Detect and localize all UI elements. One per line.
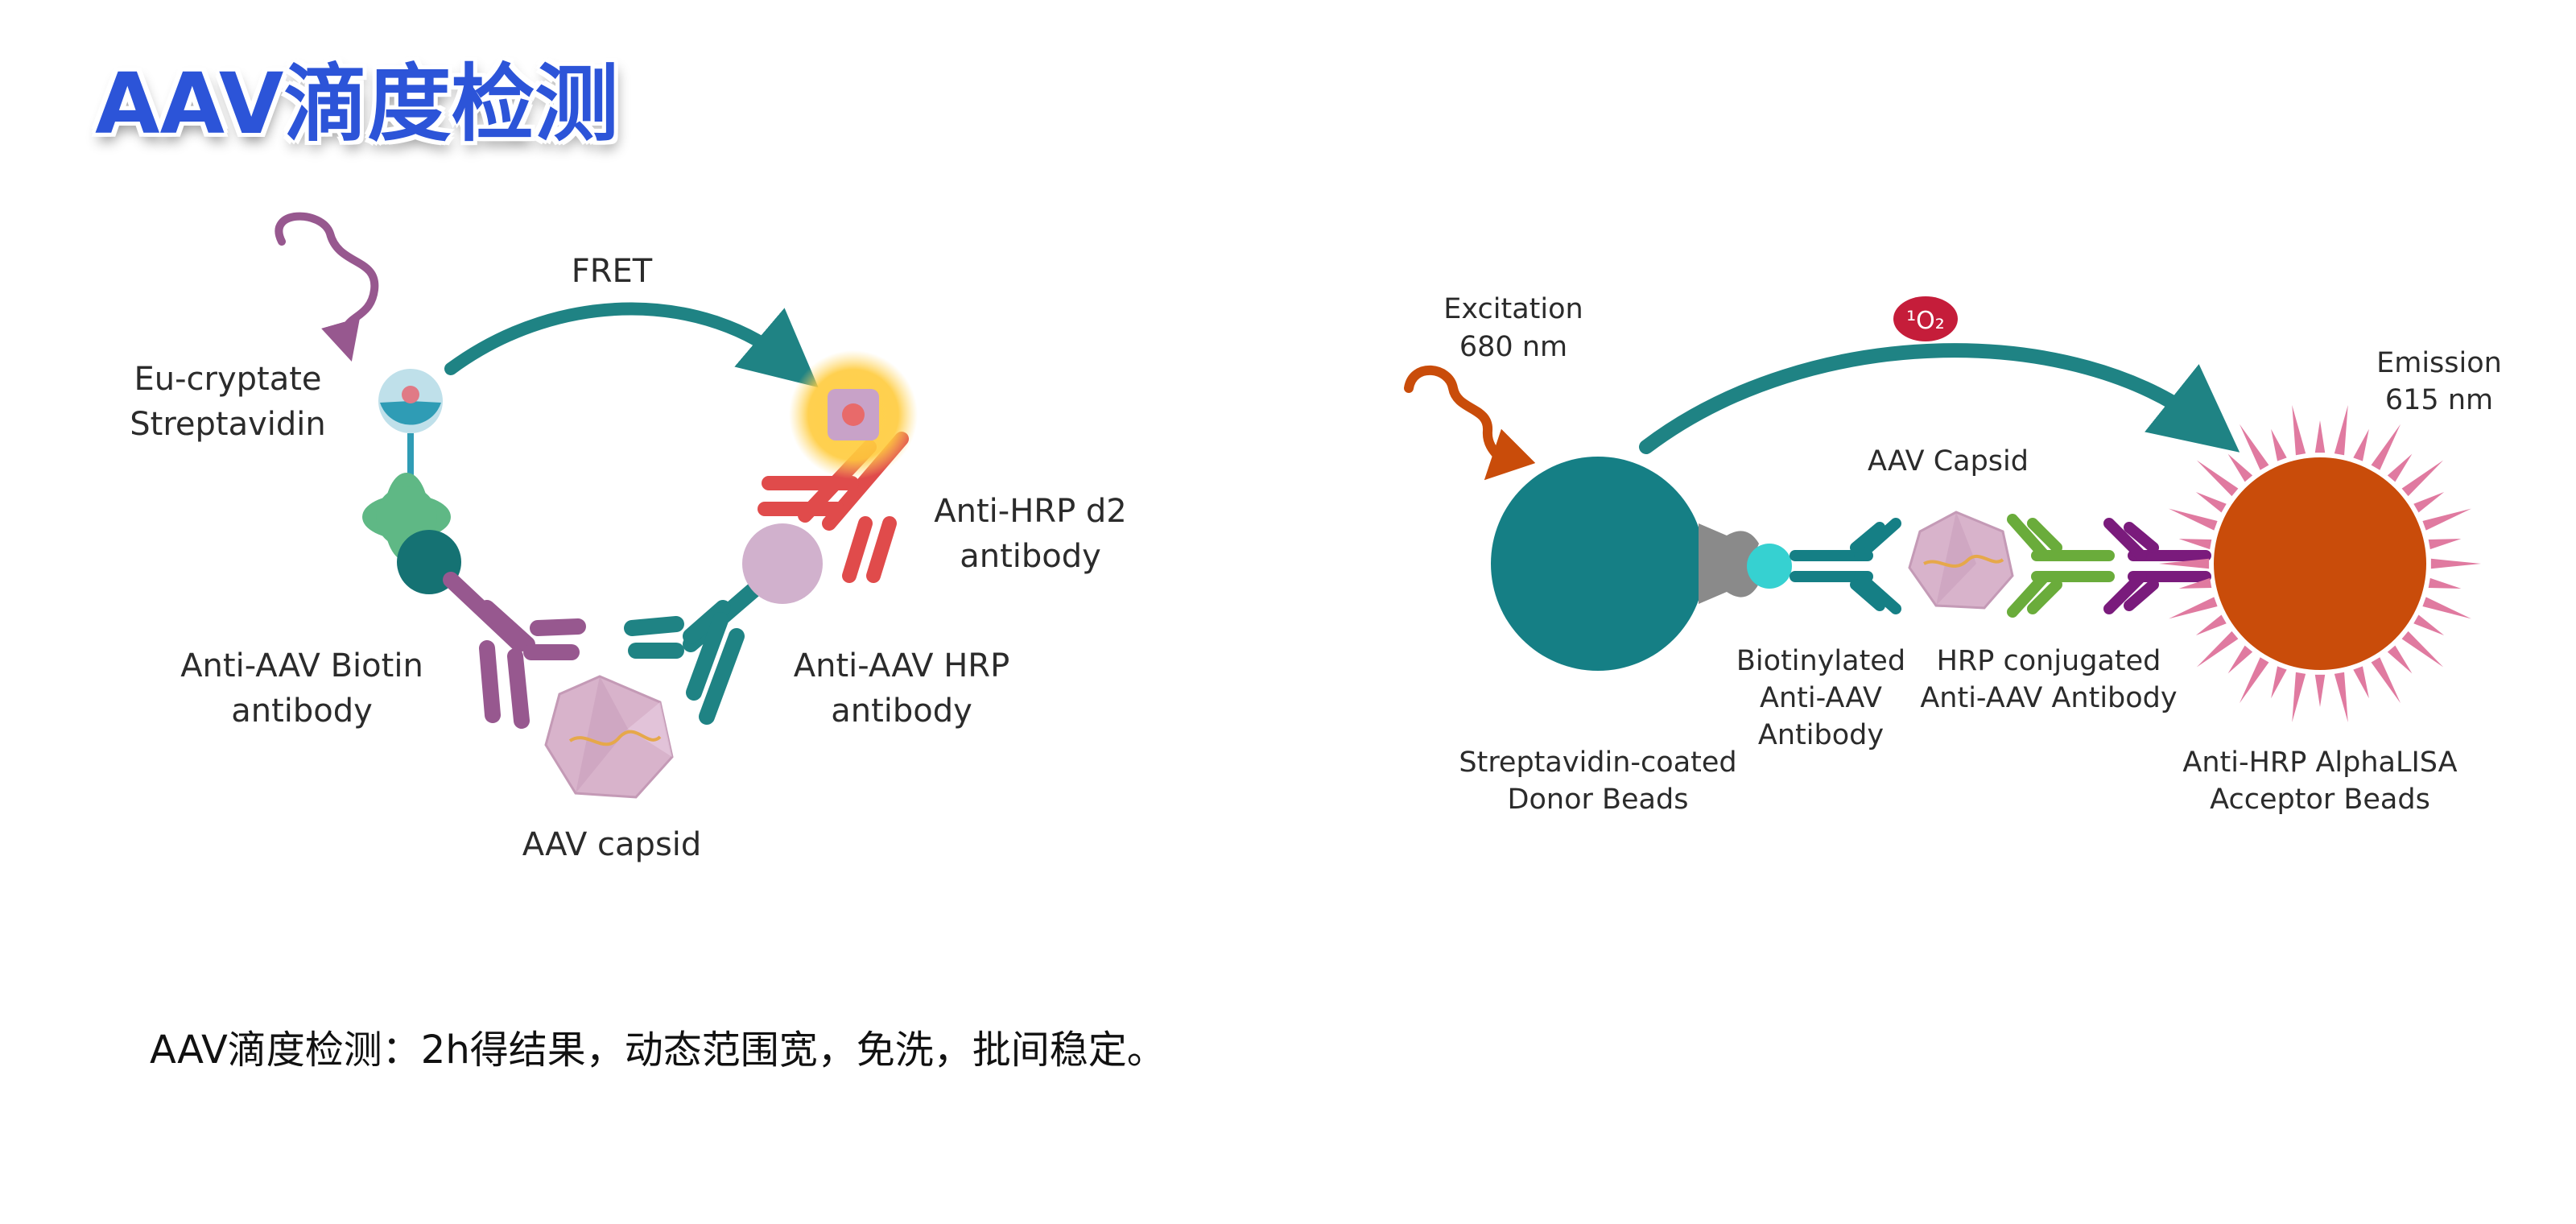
emission-label-2: 615 nm <box>2385 384 2493 416</box>
acceptor-beads-label-2: Acceptor Beads <box>2210 784 2430 816</box>
emission-ray <box>2292 672 2306 722</box>
anti-aav-hrp-label-1: Anti-AAV HRP <box>794 647 1009 684</box>
biotinylated-label-2: Anti-AAV <box>1760 682 1882 714</box>
emission-ray <box>2240 424 2269 470</box>
emission-ray <box>2240 657 2269 704</box>
emission-ray <box>2196 460 2239 497</box>
emission-ray <box>2196 631 2239 668</box>
aav-capsid-right-icon <box>1908 511 2014 610</box>
emission-ray <box>2178 539 2212 550</box>
singlet-oxygen-arrow-icon <box>1639 343 2240 454</box>
emission-ray <box>2401 460 2444 497</box>
emission-ray <box>2353 428 2369 461</box>
fret-label: FRET <box>572 253 653 290</box>
anti-aav-biotin-antibody-icon <box>443 572 586 729</box>
emission-ray <box>2413 614 2445 635</box>
biotinylated-label-3: Antibody <box>1758 719 1884 751</box>
emission-ray <box>2413 492 2445 513</box>
emission-ray <box>2422 597 2471 619</box>
anti-aav-hrp-label-2: antibody <box>831 693 972 730</box>
emission-ray <box>2159 558 2210 569</box>
emission-ray <box>2428 539 2462 550</box>
biotinylated-anti-aav-antibody-icon <box>1790 518 1901 614</box>
emission-ray <box>2428 577 2462 589</box>
hrp-conjugated-label-2: Anti-AAV Antibody <box>1920 682 2177 714</box>
aav-capsid-label: AAV capsid <box>522 826 702 863</box>
hrp-conjugated-antibody-icon <box>2007 514 2115 618</box>
anti-aav-biotin-label-1: Anti-AAV Biotin <box>180 647 423 684</box>
fret-arrow-icon <box>444 302 819 388</box>
streptavidin-gray-icon <box>1699 523 1759 604</box>
emission-ray <box>2387 645 2413 674</box>
emission-ray <box>2422 508 2471 531</box>
emission-label-1: Emission <box>2376 347 2502 379</box>
alphalisa-diagram: ¹O₂ <box>1404 293 2502 816</box>
emission-ray <box>2314 674 2326 707</box>
htrf-diagram: FRET <box>130 212 1127 863</box>
page-title: AAV滴度检测 <box>95 55 619 153</box>
singlet-oxygen-label: ¹O₂ <box>1906 307 1945 335</box>
emission-ray <box>2195 614 2227 635</box>
emission-ray <box>2371 424 2401 470</box>
anti-hrp-antibody-icon <box>2103 518 2211 614</box>
donor-bead-icon <box>1491 457 1705 671</box>
emission-ray <box>2227 453 2253 482</box>
emission-ray <box>2353 666 2369 699</box>
emission-ray <box>2334 405 2348 456</box>
anti-hrp-d2-label-1: Anti-HRP d2 <box>934 493 1127 530</box>
anti-hrp-d2-label-2: antibody <box>960 538 1101 575</box>
emission-ray <box>2271 666 2287 699</box>
biotin-cyan-icon <box>1747 544 1792 589</box>
singlet-oxygen-badge <box>1893 296 1958 341</box>
emission-ray <box>2271 428 2287 461</box>
donor-beads-label-2: Donor Beads <box>1508 784 1689 816</box>
hrp-enzyme-icon <box>742 523 823 604</box>
biotinylated-label-1: Biotinylated <box>1736 645 1905 677</box>
aav-capsid-icon <box>544 675 674 799</box>
emission-ray <box>2195 492 2227 513</box>
acceptor-bead-rays-icon <box>2159 405 2481 722</box>
emission-ray <box>2227 645 2253 674</box>
emission-ray <box>2401 631 2444 668</box>
emission-ray <box>2169 508 2218 531</box>
excitation-label-2: 680 nm <box>1459 331 1567 363</box>
emission-ray <box>2430 558 2481 569</box>
assay-summary-caption: AAV滴度检测：2h得结果，动态范围宽，免洗，批间稳定。 <box>150 1028 1166 1073</box>
emission-ray <box>2371 657 2401 704</box>
streptavidin-label: Streptavidin <box>130 406 325 443</box>
emission-ray <box>2178 577 2212 589</box>
excitation-wave-icon <box>1404 365 1536 481</box>
emission-ray <box>2292 405 2306 456</box>
acceptor-bead-icon <box>2214 457 2426 670</box>
excitation-squiggle-icon <box>275 212 379 362</box>
emission-ray <box>2169 597 2218 619</box>
acceptor-beads-label-1: Anti-HRP AlphaLISA <box>2182 746 2457 779</box>
emission-ray <box>2387 453 2413 482</box>
donor-beads-label-1: Streptavidin-coated <box>1459 746 1736 779</box>
emission-ray <box>2334 672 2348 722</box>
eu-cryptate-label: Eu-cryptate <box>134 361 321 398</box>
emission-ray <box>2314 420 2326 453</box>
hrp-conjugated-label-1: HRP conjugated <box>1937 645 2161 677</box>
aav-capsid-right-label: AAV Capsid <box>1868 445 2029 478</box>
excitation-label-1: Excitation <box>1443 293 1583 325</box>
anti-aav-hrp-antibody-icon <box>624 576 769 725</box>
anti-aav-biotin-label-2: antibody <box>231 693 373 730</box>
